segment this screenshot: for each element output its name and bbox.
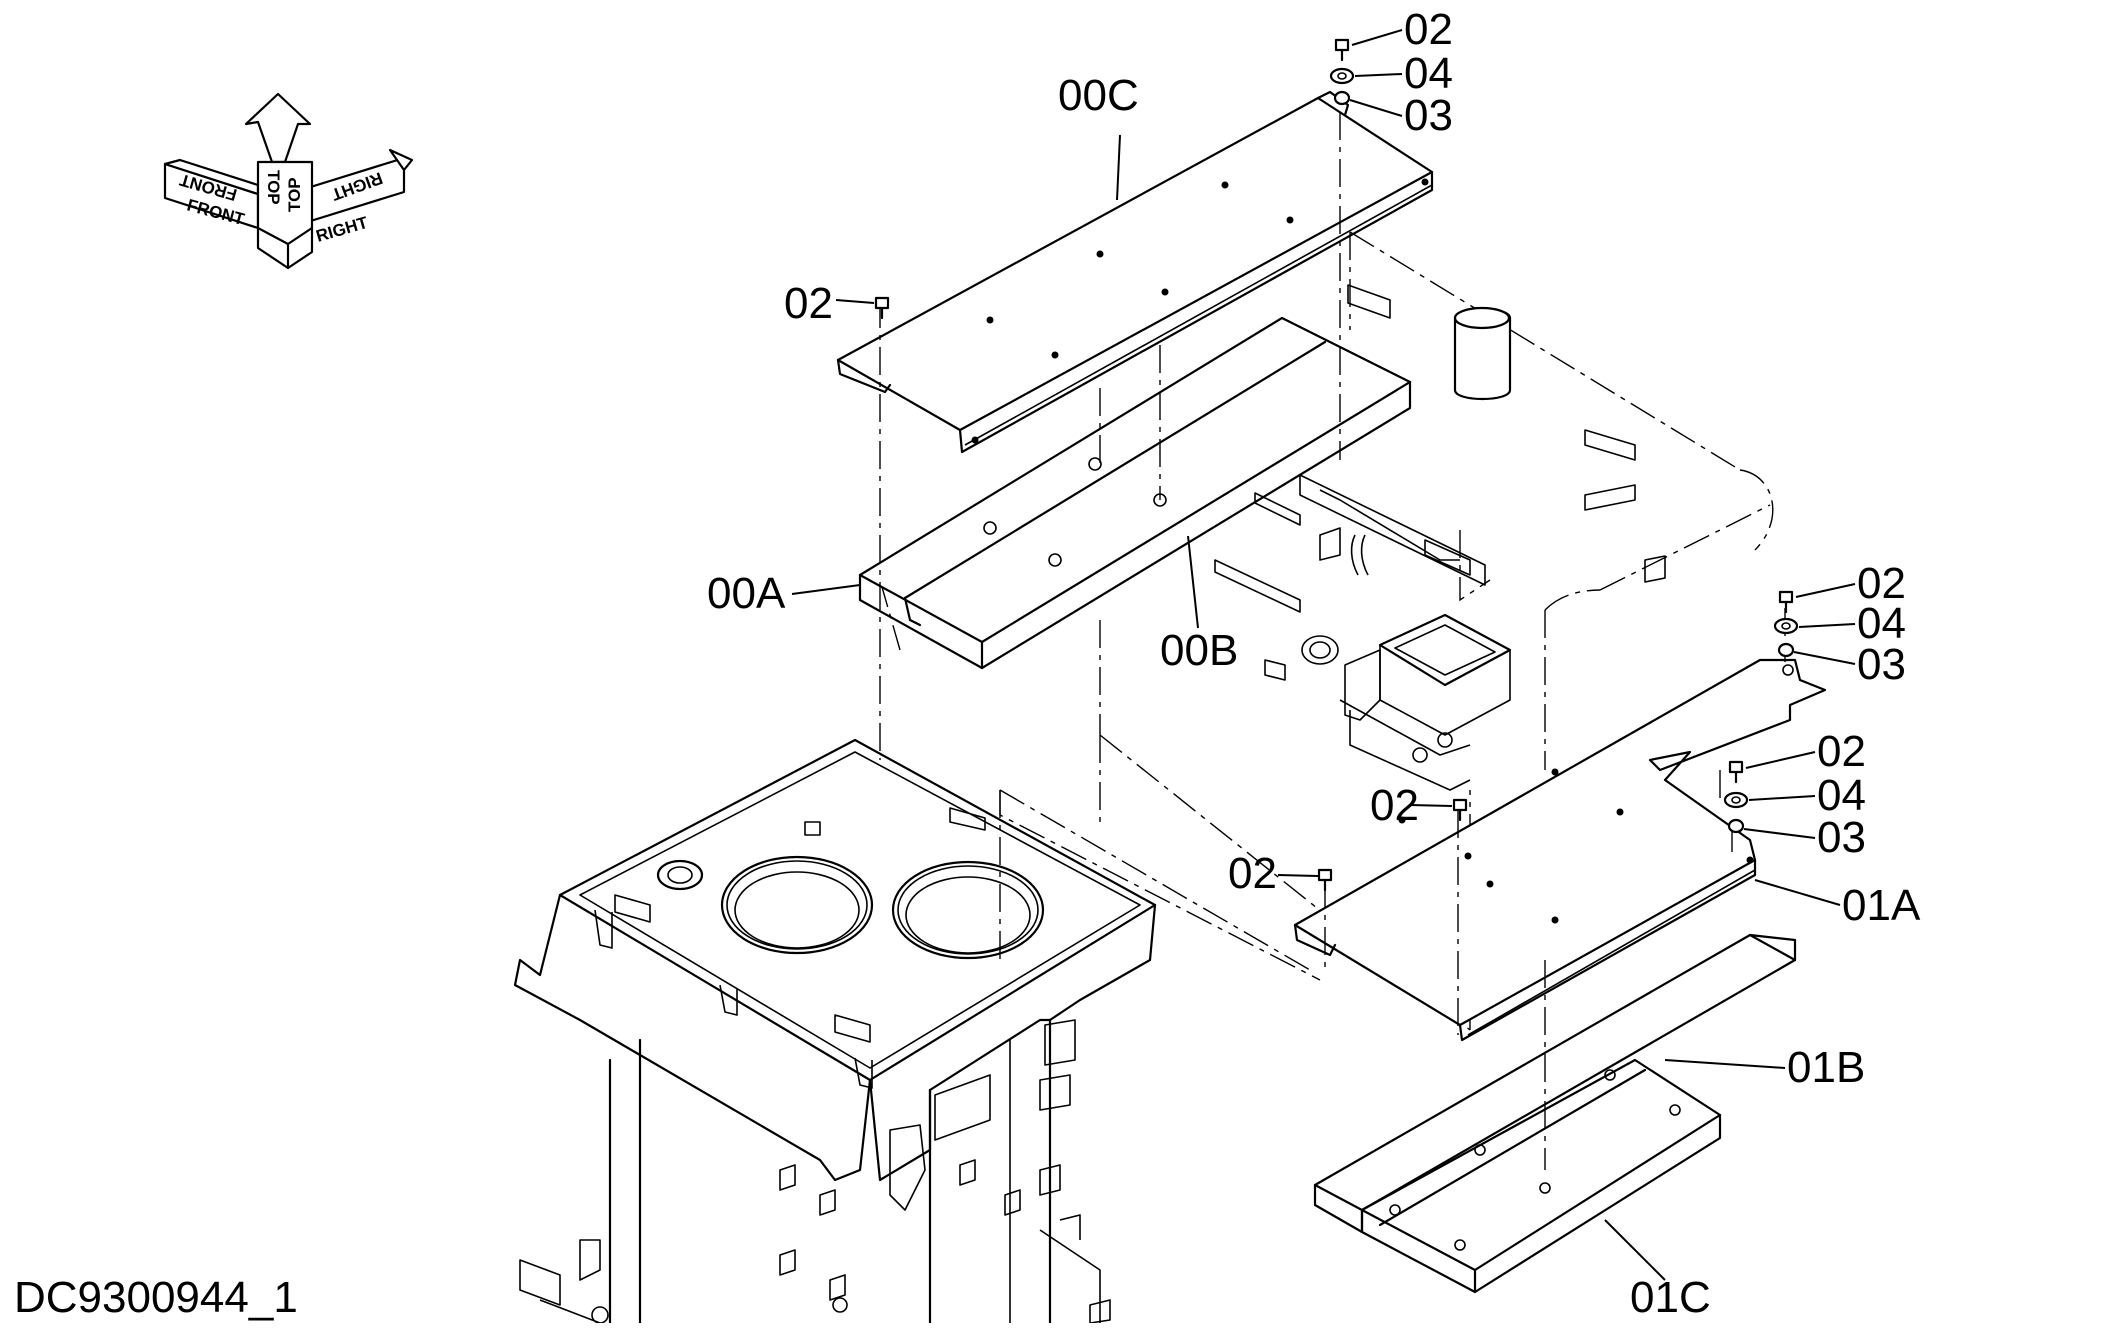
part-01a-cover [1293,658,1827,1042]
nut-icon [1777,642,1795,658]
callout-04-top: 04 [1404,49,1453,98]
bolt-icon [1334,38,1350,62]
orientation-indicator: FRONT FRONT TOP TOP RIGHT RIGHT [163,92,414,270]
part-01b-01c-pad [1313,933,1797,1294]
callout-02-right-upper: 02 [1857,559,1906,608]
callout-02-left: 02 [784,279,833,328]
part-00c-cover [836,90,1434,454]
main-frame [513,738,1157,1325]
part-00a-00b-pad [858,316,1412,670]
nut-icon [1333,90,1351,106]
document-id: DC9300944_1 [14,1273,298,1322]
bolt-icon [1778,590,1794,614]
callout-01a: 01A [1842,881,1921,930]
callout-02-right-lower: 02 [1817,727,1866,776]
callout-03-top: 03 [1404,91,1453,140]
callout-00a: 00A [707,569,786,618]
bolt-icon [1317,868,1333,892]
center-brackets [1214,474,1512,791]
callout-01c: 01C [1630,1273,1711,1322]
washer-icon [1773,617,1799,635]
callout-04-right-upper: 04 [1857,599,1906,648]
callout-03-right-upper: 03 [1857,640,1906,689]
leader-lines [791,29,1856,1281]
washer-icon [1329,67,1355,85]
callout-04-right-lower: 04 [1817,771,1866,820]
callout-03-right-lower: 03 [1817,813,1866,862]
bolt-icon [1452,798,1468,822]
callout-02-lower-left: 02 [1228,849,1277,898]
callout-02-top: 02 [1404,5,1453,54]
hardware [874,38,1799,892]
callout-02-center: 02 [1370,781,1419,830]
tank-outline-phantom [879,231,1774,1031]
callout-labels: 02 04 03 00C 02 00A 00B 02 04 03 02 04 0… [707,5,1921,1322]
orientation-top-mirror-label: TOP [285,177,304,212]
callout-00c: 00C [1058,71,1139,120]
orientation-top-label: TOP [264,170,283,205]
assembly-lines [879,112,1786,1170]
bolt-icon [874,296,890,320]
bolt-icon [1728,760,1744,784]
washer-icon [1723,791,1749,809]
nut-icon [1727,818,1745,834]
callout-00b: 00B [1160,626,1238,675]
callout-01b: 01B [1787,1043,1865,1092]
